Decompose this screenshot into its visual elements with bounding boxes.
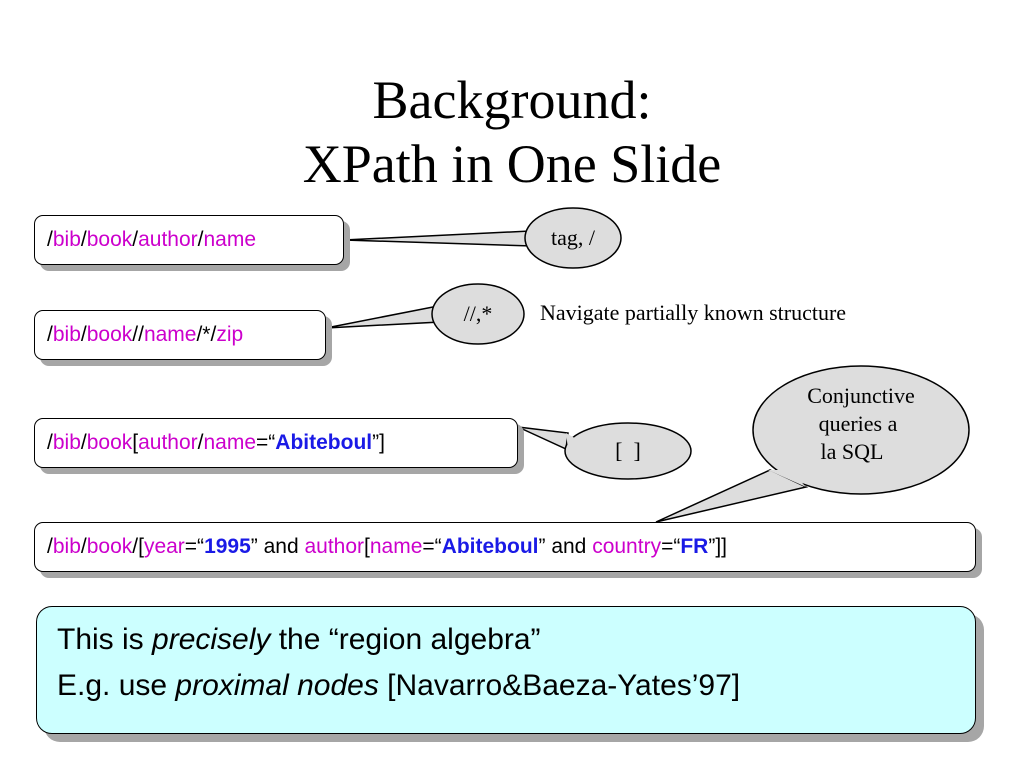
expr-1-tag-author: author [138,228,198,251]
summary-line-1-emphasis: precisely [152,623,271,656]
expr-1-tag-bib: bib [52,228,81,251]
expr-3-sep: / [197,431,204,454]
expr-1-sep: / [197,228,204,251]
expr-4-tag-bib: bib [52,535,81,558]
callout-4-line-3: la SQL [820,439,884,464]
callout-1-bubble [524,207,622,269]
expr-3-tag-name: name [203,431,257,454]
expr-4-equals: =“ [184,535,205,558]
title-line-1: Background: [372,70,652,130]
xpath-expression-4: /bib/book/[year=“1995” and author[name=“… [34,522,976,572]
summary-line-2: E.g. use proximal nodes [Navarro&Baeza-Y… [57,663,955,709]
xpath-expression-3: /bib/book[author/name=“Abiteboul”] [34,418,518,468]
title-line-2: XPath in One Slide [302,134,722,194]
expr-4-equals: =“ [422,535,442,558]
xpath-expression-2: /bib/book//name/*/zip [34,310,326,360]
expr-4-and: ” and [538,535,593,558]
summary-line-1-post: the “region algebra” [270,623,541,656]
callout-3-pointer [517,426,569,451]
expr-3-sep: / [47,431,53,454]
expr-4-and: ” and [250,535,305,558]
expr-2-descendant-op: // [132,323,144,346]
callout-2-pointer [325,305,441,329]
callout-1-pointer [343,230,533,247]
callout-2-bubble [431,283,525,345]
expr-2-sep: / [47,323,53,346]
summary-box: This is precisely the “region algebra” E… [36,606,976,734]
callout-1-text: tag, / [551,225,595,250]
navigate-note: Navigate partially known structure [540,300,847,325]
expr-2-sep: / [80,323,87,346]
expr-2-wildcard-op: /*/ [196,323,217,346]
expr-1-sep: / [80,228,87,251]
expr-4-tag-country: country [592,535,662,558]
summary-line-1-pre: This is [57,623,153,656]
expr-4-tag-author: author [304,535,365,558]
callout-4-bubble [752,365,970,495]
xpath-expression-1: /bib/book/author/name [34,215,344,265]
expr-3-tag-author: author [138,431,198,454]
expr-2-tag-name: name [143,323,197,346]
expr-3-bracket: [ [132,431,139,454]
callout-4-seam [768,470,806,487]
callout-4-text: Conjunctive queries a la SQL [756,382,966,466]
expr-4-literal-abiteboul: Abiteboul [441,535,539,558]
expr-3-tag-bib: bib [52,431,81,454]
expr-4-tag-year: year [143,535,185,558]
callout-2-text: //,* [463,301,493,326]
callout-1-seam [530,231,540,244]
callout-4-line-1: Conjunctive [807,383,915,408]
expr-4-literal-fr: FR [680,535,709,558]
expr-4-tag-book: book [86,535,133,558]
callout-2-seam [436,306,446,322]
expr-1-sep: / [47,228,53,251]
expr-3-equals: =“ [256,431,276,454]
callout-4-line-2: queries a [818,411,898,436]
expr-4-literal-1995: 1995 [204,535,251,558]
expr-4-equals: =“ [661,535,681,558]
expr-1-sep: / [132,228,139,251]
expr-3-sep: / [80,431,87,454]
callout-4-pointer [655,469,809,523]
expr-4-close: ”]] [708,535,728,558]
expr-4-bracket: /[ [132,535,144,558]
callout-3-bubble [564,422,692,480]
expr-2-tag-bib: bib [52,323,81,346]
slide-title: Background: XPath in One Slide [0,68,1024,196]
summary-line-2-pre: E.g. use [57,669,176,702]
expr-1-tag-book: book [86,228,133,251]
expr-3-tag-book: book [86,431,133,454]
summary-line-1: This is precisely the “region algebra” [57,617,955,663]
callout-3-seam [566,433,578,449]
callout-3-text: [ ] [615,438,641,463]
summary-line-2-emphasis: proximal nodes [175,669,379,702]
expr-3-literal-abiteboul: Abiteboul [275,431,373,454]
expr-2-tag-zip: zip [216,323,244,346]
expr-3-close: ”] [372,431,385,454]
expr-2-tag-book: book [86,323,133,346]
expr-4-sep: / [47,535,53,558]
expr-4-tag-name: name [369,535,423,558]
expr-4-sep: / [80,535,87,558]
expr-1-tag-name: name [203,228,257,251]
summary-line-2-post: [Navarro&Baeza-Yates’97] [378,669,741,702]
expr-4-bracket: [ [364,535,370,558]
